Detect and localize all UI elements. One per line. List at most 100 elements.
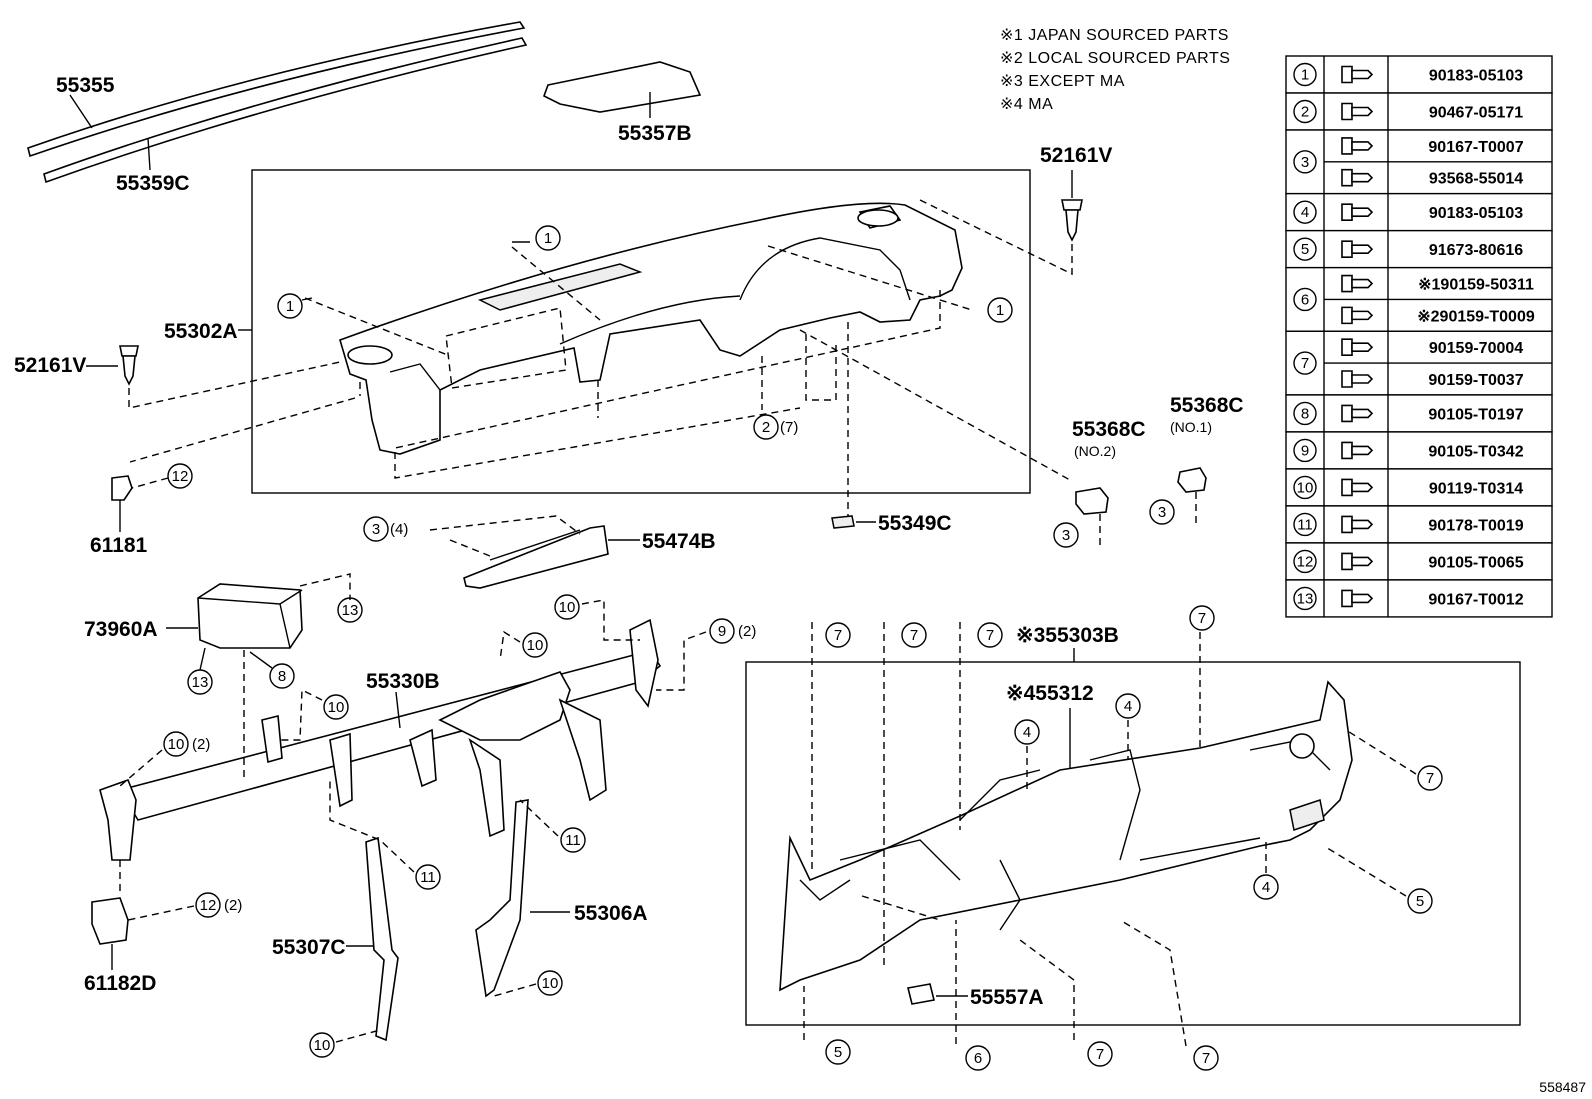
fastener-icon	[1341, 478, 1374, 497]
table-row: 4 90183-05103	[1285, 192, 1553, 232]
fastener-part-number[interactable]: 90105-T0197	[1428, 406, 1523, 423]
callout-circle	[1293, 586, 1317, 611]
fastener-part-number[interactable]: 90178-T0019	[1428, 517, 1523, 534]
fastener-part-number[interactable]: 90105-T0065	[1428, 554, 1523, 571]
fastener-part-number[interactable]: 90159-T0037	[1428, 372, 1523, 389]
label-55368C-no2-sub: (NO.2)	[1074, 443, 1116, 459]
fastener-part-number[interactable]: 90167-T0012	[1428, 591, 1523, 608]
windshield-moldings: 55355 55359C	[27, 21, 528, 195]
label-55557A[interactable]: 55557A	[970, 986, 1044, 1009]
callout-number: 3	[1301, 154, 1309, 171]
label-55306A[interactable]: 55306A	[574, 902, 648, 925]
callout-number: 9	[1301, 442, 1309, 459]
svg-text:12: 12	[172, 468, 189, 485]
callout-number: 6	[1301, 291, 1309, 308]
svg-text:12: 12	[200, 897, 217, 914]
callout-circle	[1293, 150, 1317, 174]
brace-55307C: 55307C 11 10	[272, 780, 441, 1058]
svg-text:1: 1	[996, 302, 1004, 319]
fastener-icon	[1341, 137, 1374, 155]
module-73960A: 73960A 13 13 8	[84, 573, 363, 695]
callout-number: 2	[1301, 104, 1309, 121]
table-row: 6 ※190159-50311 ※290159-T0009	[1285, 266, 1553, 332]
fastener-part-number[interactable]: 90183-05103	[1429, 68, 1523, 85]
callout-circle	[1293, 475, 1317, 500]
fastener-icon	[1341, 552, 1374, 571]
fastener-part-number[interactable]: 90119-T0314	[1429, 480, 1523, 497]
fastener-icon	[1341, 240, 1374, 258]
notes-legend: ※1 JAPAN SOURCED PARTS ※2 LOCAL SOURCED …	[1000, 27, 1230, 113]
fastener-part-number[interactable]: 90467-05171	[1429, 105, 1523, 122]
fastener-icon	[1341, 338, 1374, 356]
svg-text:3: 3	[372, 521, 380, 538]
silencer-pad: 55357B	[543, 61, 702, 145]
fastener-part-number[interactable]: ※190159-50311	[1418, 277, 1534, 294]
label-73960A[interactable]: 73960A	[84, 618, 158, 641]
label-55307C[interactable]: 55307C	[272, 936, 346, 959]
callout-number: 12	[1297, 553, 1314, 570]
brace-55306A: 55306A 11 10	[475, 799, 648, 998]
fastener-part-number[interactable]: 90167-T0007	[1428, 139, 1523, 156]
svg-text:1: 1	[286, 298, 294, 315]
label-55302A[interactable]: 55302A	[164, 320, 238, 343]
svg-text:10: 10	[328, 699, 345, 716]
svg-text:13: 13	[192, 674, 209, 691]
fastener-part-number[interactable]: 93568-55014	[1429, 171, 1523, 188]
label-55357B[interactable]: 55357B	[618, 122, 692, 145]
callout-number: 11	[1297, 516, 1313, 533]
table-row: 11 90178-T0019	[1285, 505, 1553, 544]
svg-text:2: 2	[762, 419, 770, 436]
fastener-icon	[1341, 515, 1374, 534]
fastener-part-number[interactable]: 90159-70004	[1429, 340, 1523, 357]
svg-text:13: 13	[342, 602, 359, 619]
reinforcement-55330B: 55330B 10 10 9 (2) 10 10 (2)	[99, 594, 756, 896]
callout-number: 4	[1301, 204, 1309, 221]
label-61181[interactable]: 61181	[90, 534, 148, 557]
table-row: 2 90467-05171	[1285, 92, 1553, 131]
label-52161V-left[interactable]: 52161V	[14, 354, 86, 377]
svg-text:10: 10	[559, 599, 576, 616]
label-52161V-top[interactable]: 52161V	[1040, 144, 1112, 167]
label-61182D[interactable]: 61182D	[84, 972, 156, 995]
svg-text:5: 5	[834, 1044, 842, 1061]
fastener-icon	[1341, 370, 1374, 388]
label-55312[interactable]: ※455312	[1006, 682, 1094, 705]
bracket-61181: 61181 12	[90, 463, 193, 557]
note-1: ※1 JAPAN SOURCED PARTS	[1000, 27, 1229, 44]
fastener-icon	[1341, 441, 1374, 460]
svg-text:10: 10	[168, 736, 185, 753]
svg-text:9: 9	[718, 623, 726, 640]
panel-callouts: 1 1 1 2 (7)	[277, 225, 1013, 440]
diagram-id: 558487	[1539, 1079, 1586, 1095]
fastener-part-number[interactable]: 90105-T0342	[1428, 443, 1523, 460]
callout-circle	[1293, 351, 1317, 375]
fastener-part-number[interactable]: 91673-80616	[1429, 242, 1523, 259]
fastener-icon	[1341, 102, 1374, 121]
label-55330B[interactable]: 55330B	[366, 670, 440, 693]
svg-text:11: 11	[565, 832, 581, 849]
suffix-2-10: (2)	[192, 736, 210, 753]
label-55303B[interactable]: ※355303B	[1016, 624, 1119, 647]
label-55368C-no2[interactable]: 55368C	[1072, 418, 1146, 441]
label-55359C[interactable]: 55359C	[116, 172, 190, 195]
suffix-4: (4)	[390, 521, 408, 538]
svg-text:7: 7	[1096, 1046, 1104, 1063]
svg-text:5: 5	[1416, 893, 1424, 910]
suffix-7: (7)	[780, 419, 798, 436]
fastener-part-number[interactable]: 90183-05103	[1429, 205, 1523, 222]
brace-61182D: 61182D 12 (2)	[84, 892, 242, 995]
fastener-part-number[interactable]: ※290159-T0009	[1417, 308, 1535, 325]
label-55349C[interactable]: 55349C	[878, 512, 952, 535]
callout-circle	[1293, 438, 1317, 463]
label-55355[interactable]: 55355	[56, 74, 115, 97]
fastener-icon	[1341, 589, 1374, 608]
label-55368C-no1[interactable]: 55368C	[1170, 394, 1244, 417]
label-55474B[interactable]: 55474B	[642, 530, 716, 553]
svg-text:10: 10	[314, 1037, 331, 1054]
callout-circle	[1293, 237, 1317, 261]
